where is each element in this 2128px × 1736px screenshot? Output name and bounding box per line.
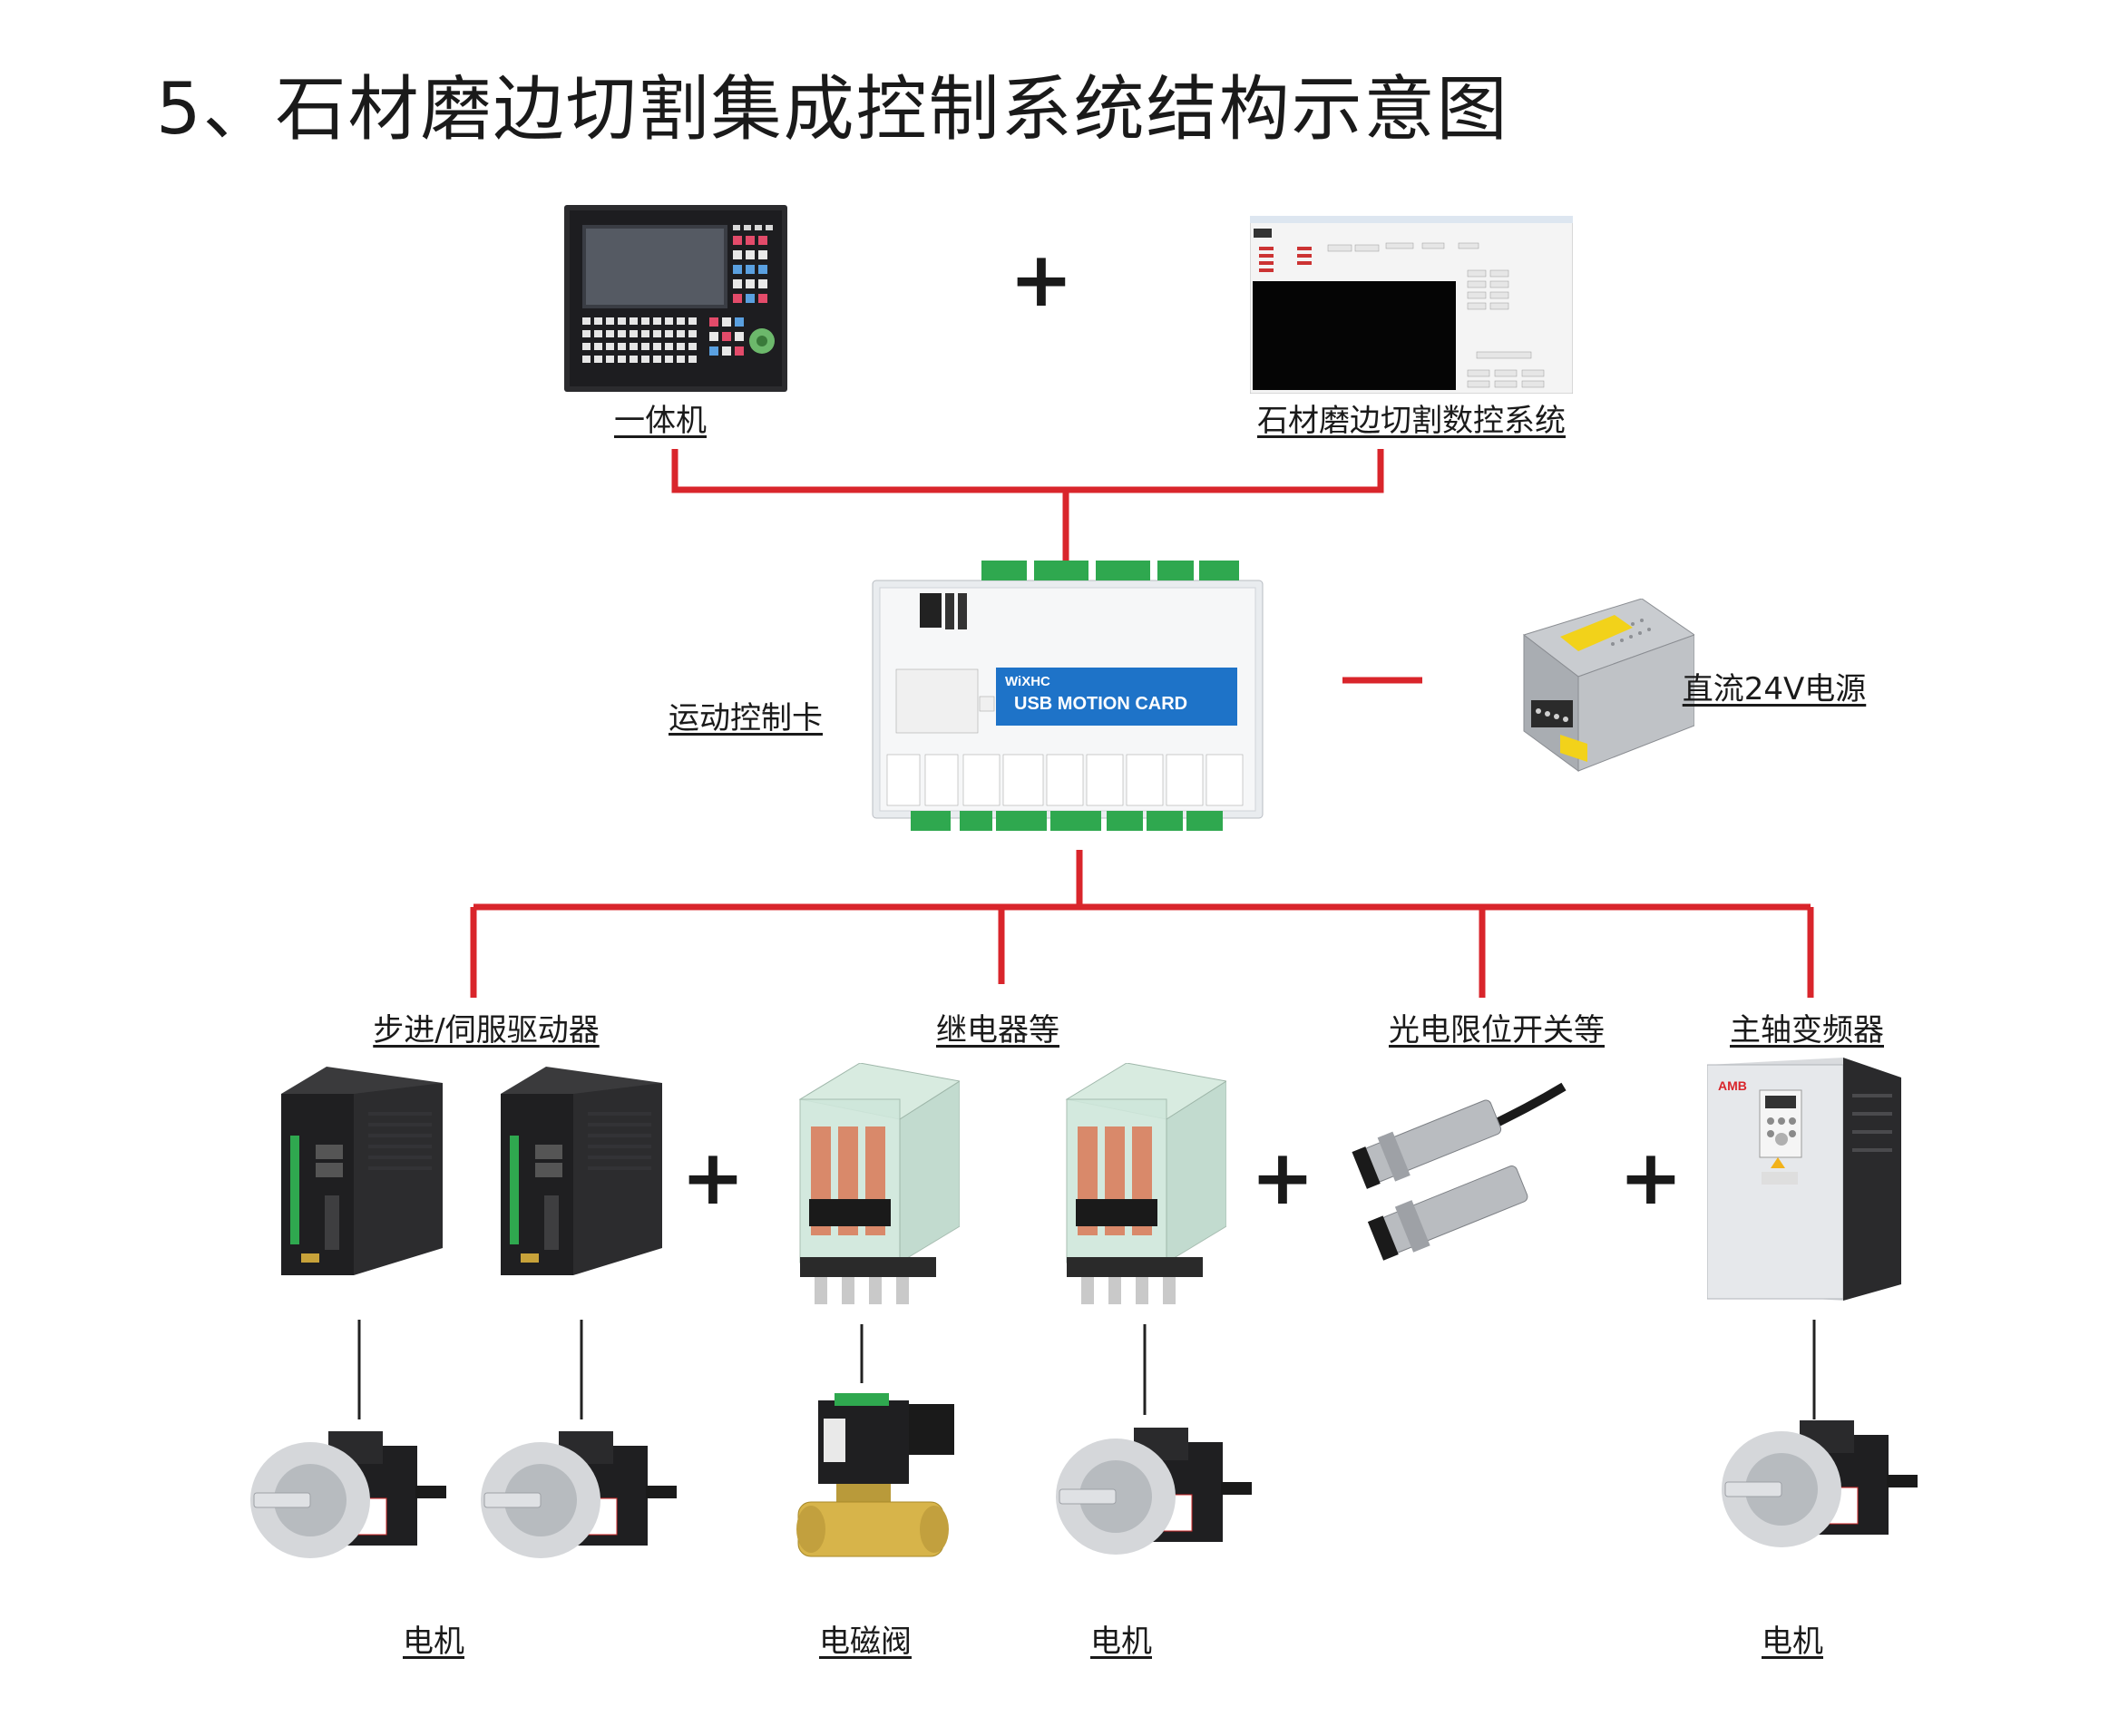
integrated-unit-image <box>564 205 787 392</box>
integrated-unit-label: 一体机 <box>614 403 707 439</box>
driver-image <box>501 1067 662 1275</box>
page-title: 5、石材磨边切割集成控制系统结构示意图 <box>156 69 1509 151</box>
plus-sign: + <box>1618 1133 1684 1222</box>
motor-image <box>250 1431 446 1558</box>
motor-image <box>481 1431 677 1558</box>
cnc-software-screenshot <box>1250 216 1573 394</box>
driver-image <box>281 1067 443 1275</box>
relay-image <box>1065 1063 1226 1304</box>
inverter-label: 主轴变频器 <box>1730 1012 1884 1048</box>
card-text: USB MOTION CARD <box>1014 694 1187 714</box>
relay-image <box>798 1063 960 1304</box>
plus-sign: + <box>680 1133 746 1222</box>
top-wire <box>671 449 1384 493</box>
motor-label: 电机 <box>1090 1624 1152 1660</box>
relay-label: 继电器等 <box>936 1012 1059 1048</box>
cnc-system-label: 石材磨边切割数控系统 <box>1257 403 1566 439</box>
motor-label: 电机 <box>1762 1624 1823 1660</box>
power-supply-image <box>1522 599 1694 772</box>
solenoid-valve-label: 电磁阀 <box>819 1624 912 1660</box>
card-brand: WiXHC <box>1005 674 1050 689</box>
motor-image <box>1056 1428 1252 1555</box>
plus-sign: + <box>1250 1133 1315 1222</box>
usb-motion-card-image: WiXHC USB MOTION CARD <box>872 561 1264 831</box>
power-supply-label: 直流24V电源 <box>1682 671 1867 707</box>
motion-card-label: 运动控制卡 <box>669 700 823 736</box>
inverter-brand: AMB <box>1718 1078 1747 1093</box>
plus-sign: + <box>1009 235 1074 324</box>
sensor-image <box>1352 1082 1567 1261</box>
motor-image <box>1722 1420 1918 1547</box>
inverter-image: AMB <box>1707 1058 1901 1301</box>
motor-label: 电机 <box>403 1624 464 1660</box>
sensor-label: 光电限位开关等 <box>1389 1012 1605 1048</box>
solenoid-valve-image <box>796 1393 954 1557</box>
driver-label: 步进/伺服驱动器 <box>373 1012 600 1048</box>
